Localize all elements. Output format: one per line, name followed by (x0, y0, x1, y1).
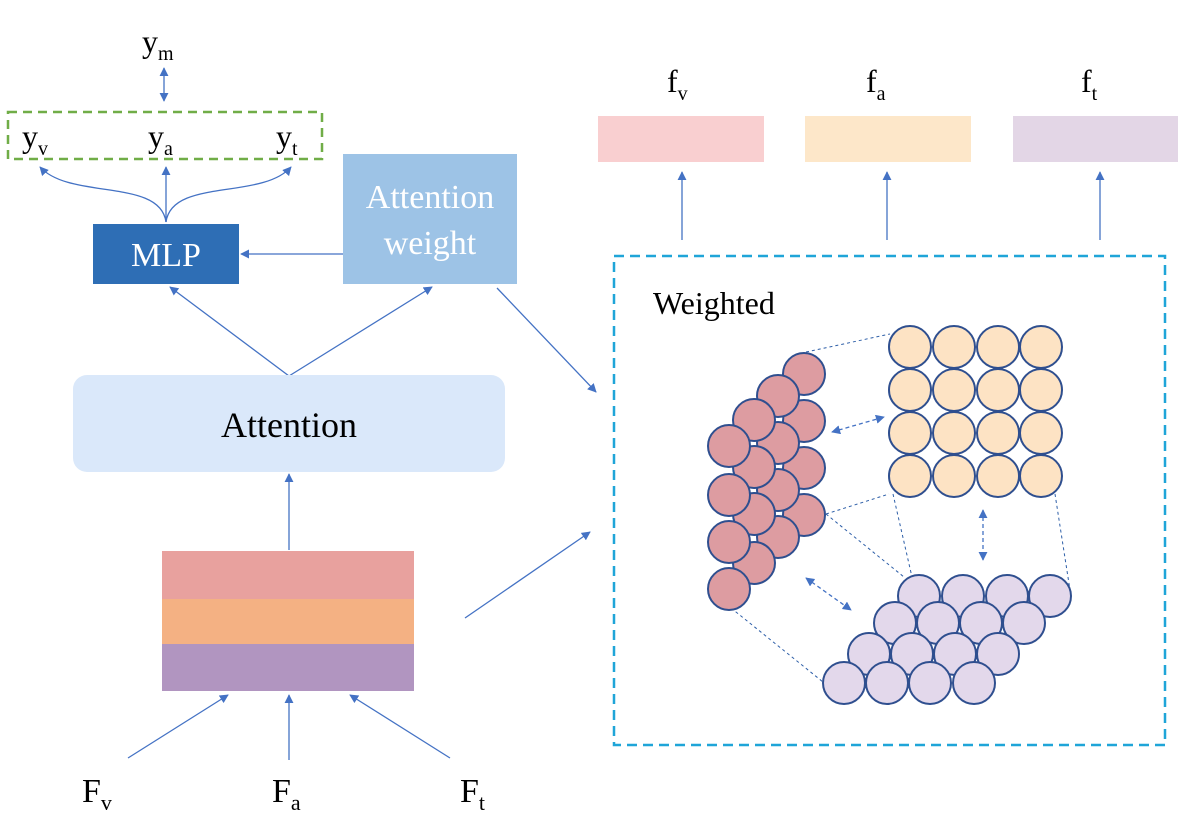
label-Fv: Fv (82, 773, 112, 815)
arrow-weight-to-weighted (496, 287, 597, 393)
feature-bar-ft (1013, 116, 1178, 162)
arrow-mlp-to-yt (165, 166, 292, 223)
weighted-label: Weighted (653, 285, 775, 321)
label-fa: fa (866, 63, 886, 105)
arrow-mlp-to-yv (39, 166, 167, 223)
orange-circle-grid (888, 325, 1063, 498)
pink-circle-cluster (707, 352, 826, 611)
stack-middle (162, 599, 414, 644)
stack-bottom (162, 644, 414, 691)
mlp-label: MLP (131, 237, 201, 274)
label-fv: fv (667, 63, 688, 105)
label-yt: yt (276, 118, 298, 160)
label-ft: ft (1081, 63, 1098, 105)
arrow-Fv-to-stack (127, 694, 229, 759)
label-ya: ya (148, 118, 173, 160)
arrow-stack-to-weighted (464, 531, 591, 619)
stack-top (162, 551, 414, 599)
arrow-Ft-to-stack (349, 694, 451, 759)
feature-bar-fv (598, 116, 764, 162)
feature-bar-fa (805, 116, 971, 162)
attention-label: Attention (221, 405, 357, 445)
attention-weight-block (343, 154, 517, 284)
attention-weight-label-1: Attention (366, 179, 494, 216)
arrow-attention-to-mlp (169, 286, 290, 377)
attention-block (73, 375, 505, 472)
label-yv: yv (22, 118, 48, 160)
attention-weight-label-2: weight (384, 225, 477, 262)
arrow-attention-to-weight (288, 286, 433, 377)
label-ym: ym (142, 23, 174, 65)
output-dashed-box (6, 110, 324, 161)
bi-arrow-pink-orange (831, 414, 885, 435)
dashed-connectors (730, 333, 1071, 683)
mlp-block (93, 224, 239, 284)
bi-arrow-pink-lavender (805, 577, 852, 611)
weighted-box (612, 254, 1167, 747)
label-Ft: Ft (460, 773, 485, 815)
label-Fa: Fa (272, 773, 301, 815)
lavender-circle-cluster (822, 574, 1072, 705)
